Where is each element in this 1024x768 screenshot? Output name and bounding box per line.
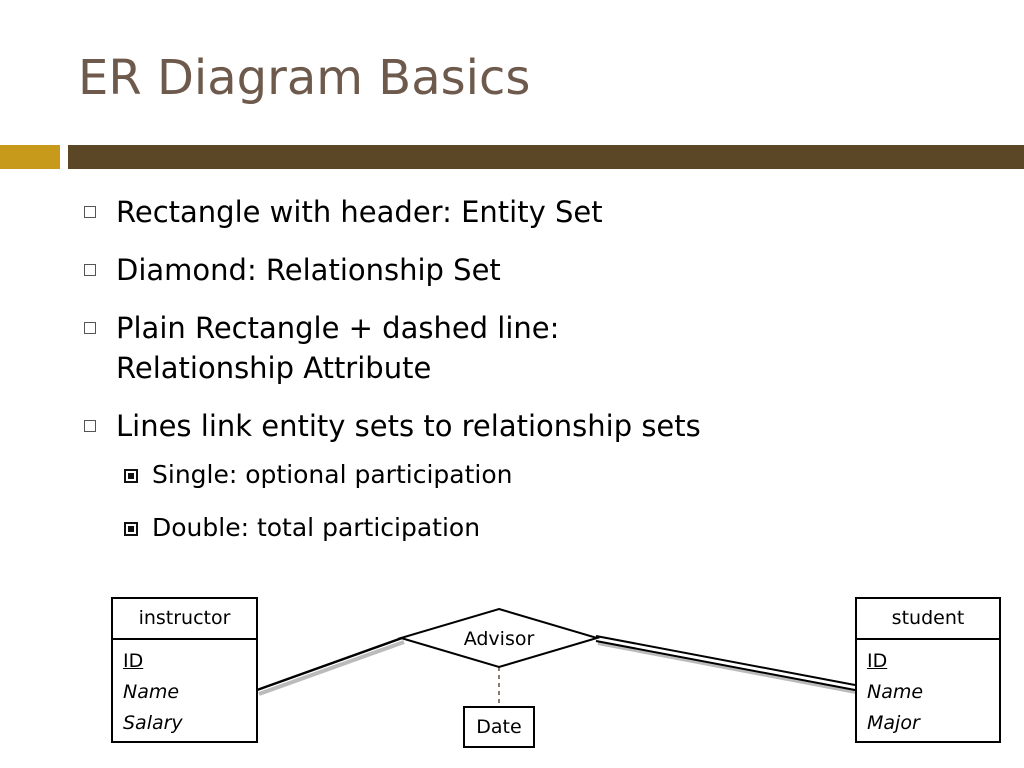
bullet-text: Rectangle with header: Entity Set: [116, 195, 603, 229]
bullet-item: Plain Rectangle + dashed line: Relations…: [82, 308, 982, 388]
entity-attributes: ID Name Salary: [113, 640, 256, 745]
attribute: Major: [867, 712, 920, 734]
filled-square-bullet-icon: [124, 469, 138, 483]
entity-instructor: instructor ID Name Salary: [111, 597, 258, 743]
sub-bullet-text: Double: total participation: [152, 513, 481, 542]
attribute: Name: [867, 681, 924, 703]
primary-key-attribute: ID: [123, 650, 144, 672]
bullet-text-line-2: Relationship Attribute: [116, 351, 432, 385]
slide-title: ER Diagram Basics: [78, 50, 531, 106]
hollow-square-bullet-icon: [84, 420, 96, 432]
bullet-list: Rectangle with header: Entity Set Diamon…: [82, 192, 982, 564]
relationship-label: Advisor: [463, 628, 535, 650]
optional-participation-line-shadow: [258, 640, 405, 696]
entity-header: instructor: [113, 599, 256, 640]
bullet-text-line-1: Plain Rectangle + dashed line:: [116, 311, 560, 345]
sub-bullet-text: Single: optional participation: [152, 460, 513, 489]
attribute: Salary: [123, 712, 183, 734]
total-participation-line-a: [595, 635, 856, 686]
attribute: Name: [123, 681, 180, 703]
bullet-item: Rectangle with header: Entity Set: [82, 192, 982, 232]
hollow-square-bullet-icon: [84, 322, 96, 334]
relationship-attribute-box: Date: [463, 706, 535, 748]
relationship-diamond: [397, 607, 601, 669]
sub-bullet-item: Double: total participation: [82, 511, 982, 545]
bullet-item: Lines link entity sets to relationship s…: [82, 406, 982, 446]
total-participation-line-b: [595, 640, 856, 691]
primary-key-attribute: ID: [867, 650, 888, 672]
bullet-text: Lines link entity sets to relationship s…: [116, 409, 701, 443]
accent-bar-left: [0, 145, 60, 169]
filled-square-bullet-icon: [124, 522, 138, 536]
relationship-attribute-label: Date: [476, 716, 522, 738]
bullet-text: Diamond: Relationship Set: [116, 253, 501, 287]
accent-bar-right: [68, 145, 1024, 169]
hollow-square-bullet-icon: [84, 206, 96, 218]
optional-participation-line: [256, 636, 403, 692]
entity-attributes: ID Name Major: [857, 640, 999, 745]
total-participation-line-shadow: [597, 641, 857, 694]
hollow-square-bullet-icon: [84, 264, 96, 276]
entity-header: student: [857, 599, 999, 640]
sub-bullet-item: Single: optional participation: [82, 458, 982, 492]
bullet-item: Diamond: Relationship Set: [82, 250, 982, 290]
entity-student: student ID Name Major: [855, 597, 1001, 743]
